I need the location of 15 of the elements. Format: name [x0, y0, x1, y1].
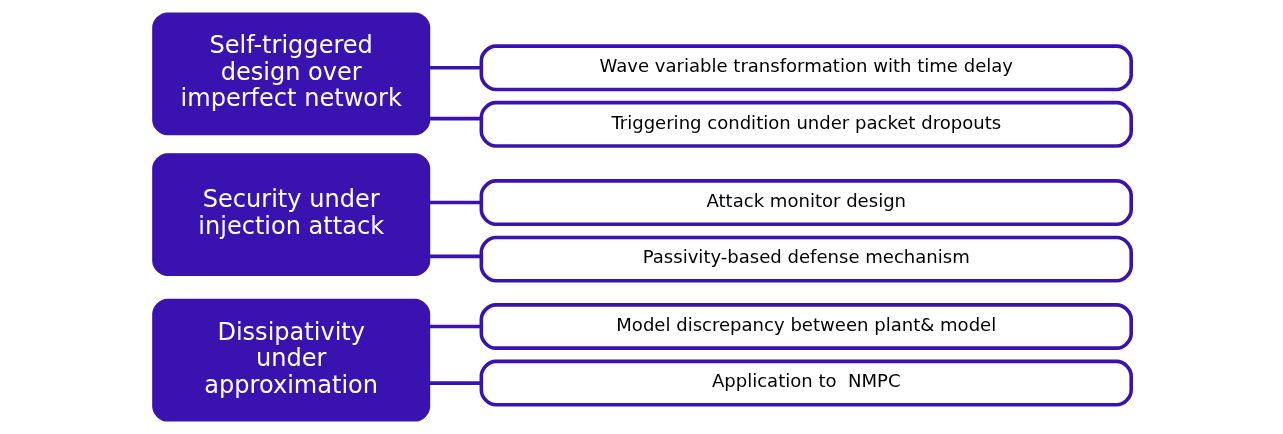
node-box: Application to NMPC: [479, 359, 1133, 407]
node-box: Wave variable transformation with time delay: [479, 44, 1133, 92]
connector: [429, 116, 481, 121]
node-box: Model discrepancy between plant& model: [479, 303, 1133, 350]
connector: [429, 254, 481, 259]
node-box: Self-triggered design over imperfect network: [151, 12, 430, 136]
node-box: Triggering condition under packet dropouts: [479, 100, 1133, 148]
node-box: Passivity-based defense mechanism: [479, 235, 1133, 283]
connector: [429, 65, 481, 70]
connector: [429, 200, 481, 205]
node-box: Attack monitor design: [479, 179, 1133, 227]
connector: [429, 381, 481, 385]
connector: [429, 324, 481, 329]
node-box: Dissipativity under approximation: [151, 298, 430, 422]
node-box: Security under injection attack: [151, 153, 430, 276]
